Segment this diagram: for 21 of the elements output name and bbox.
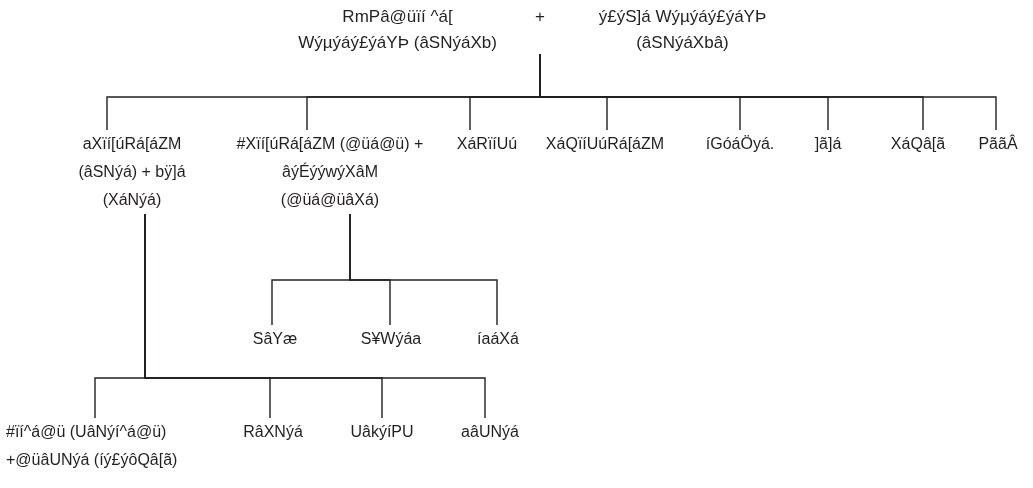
node-label: íaáXá <box>476 329 520 349</box>
node-label: S¥Wýáa <box>359 329 423 349</box>
node-label: XáRïíUú <box>455 134 519 154</box>
node-label: RâXNýá <box>242 422 304 442</box>
node-label: SâYæ <box>251 329 299 349</box>
plus-sign: + <box>534 6 546 28</box>
connector-line <box>539 53 997 131</box>
node-label: aâUNýá <box>460 422 520 442</box>
connector-line <box>144 213 486 419</box>
node-label: aXïí[úRá[áZM (âSNýá) + bÿ]á (XáNýá) <box>77 134 187 210</box>
node-label: XáQâ[ã <box>889 134 947 154</box>
node-label: XáQïíUúRá[áZM <box>544 134 666 154</box>
node-label: ý£ýS]á Wýµýáý£ýáYÞ (âSNýáXbâ) <box>597 6 768 54</box>
node-label: UâkýíPU <box>349 422 415 442</box>
node-label: RmPâ@üïí ^á[ Wýµýáý£ýáYÞ (âSNýáXb) <box>297 6 498 54</box>
node-label: #Xïí[úRá[áZM (@üá@ü) + âýÉýýwýXâM (@üá@üâXá) <box>235 134 425 210</box>
node-label: ]ã]á <box>813 134 843 154</box>
node-label: PããÂ <box>977 133 1019 154</box>
node-label: #ïí^á@ü (UâNýí^á@ü) +@üâUNýá (íý£ýôQâ[ã) <box>6 422 179 470</box>
node-label: íGóáÖyá. <box>704 134 776 154</box>
connector-line <box>349 213 498 326</box>
